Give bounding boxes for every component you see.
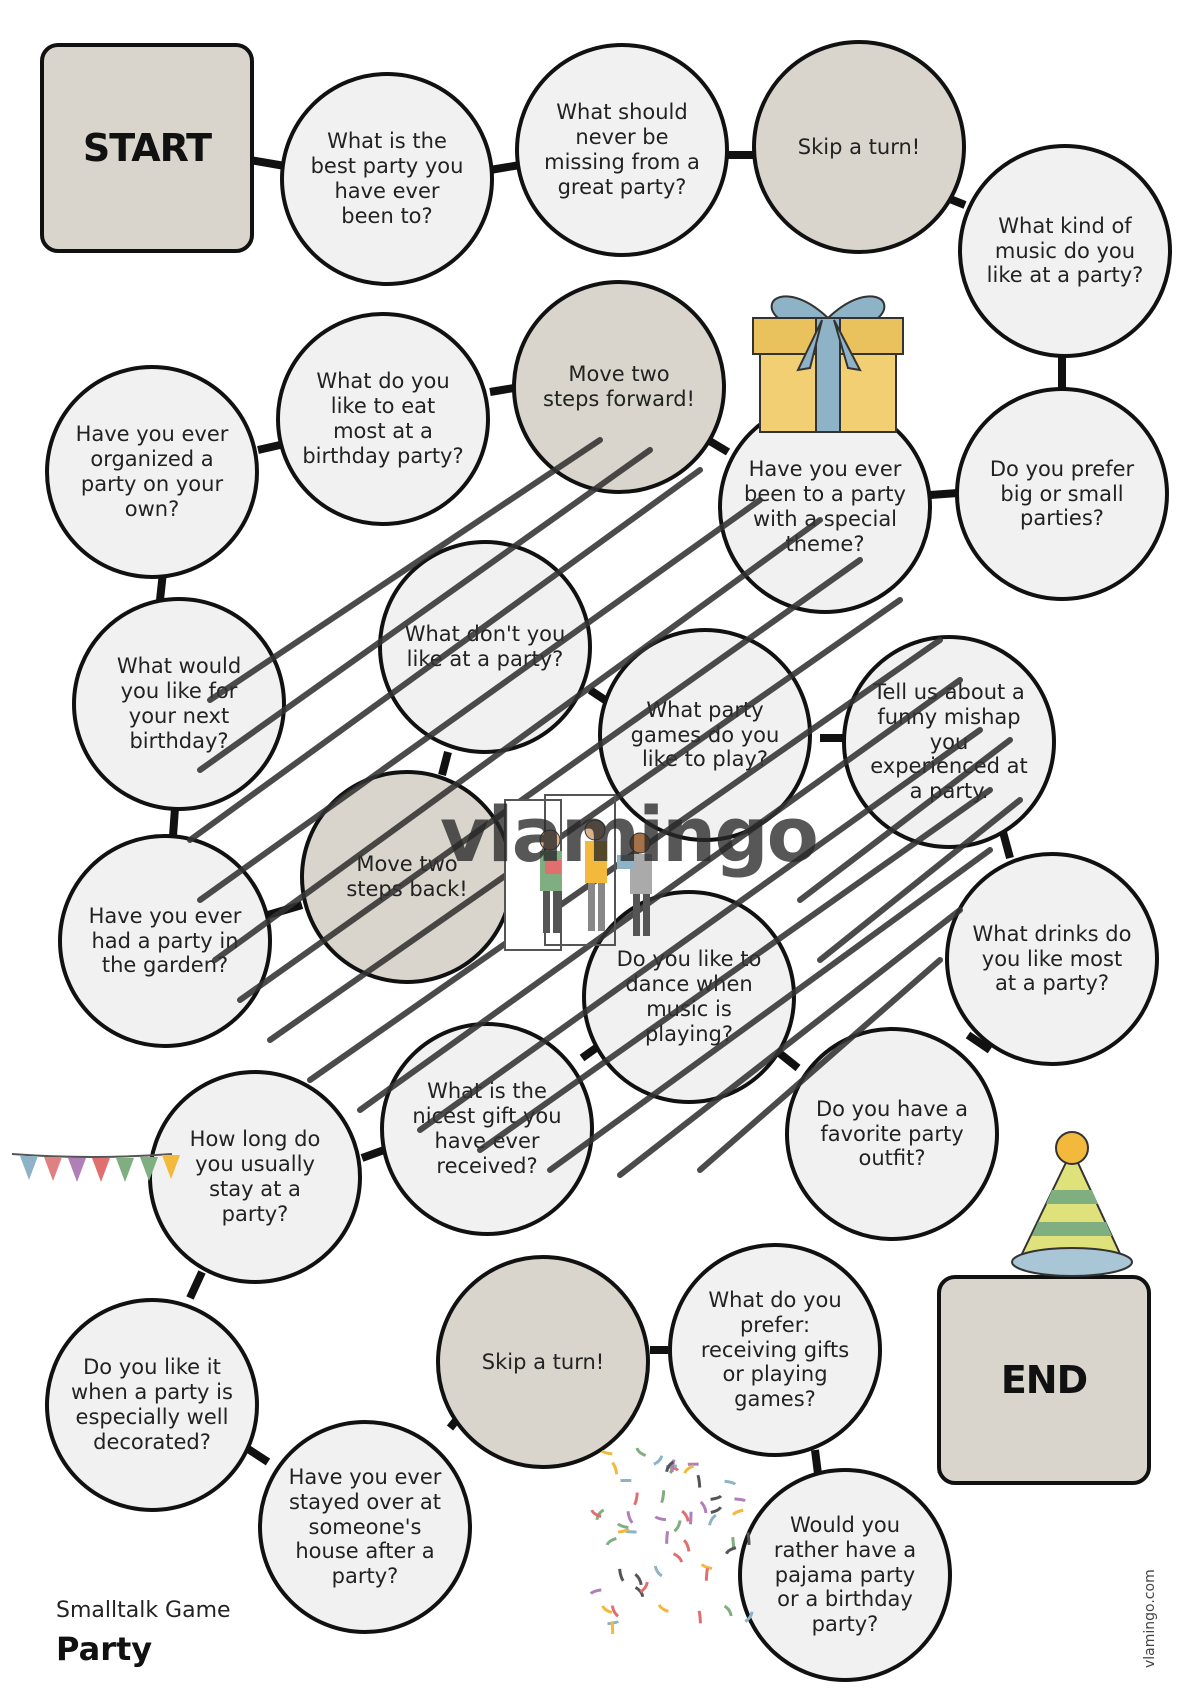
game-title: Party <box>56 1630 153 1668</box>
confetti-piece <box>610 1621 615 1634</box>
confetti-piece <box>633 1492 639 1506</box>
field-10[interactable]: What would you like for your next birthd… <box>72 597 286 811</box>
hatch-overlay <box>187 437 1023 1178</box>
confetti-piece <box>672 1552 684 1563</box>
confetti-piece <box>697 1610 702 1624</box>
field-23-skip[interactable]: Skip a turn! <box>436 1255 650 1469</box>
field-02[interactable]: What should never be missing from a grea… <box>515 43 729 257</box>
hatch-line <box>547 847 993 1173</box>
confetti-piece <box>710 1494 723 1501</box>
field-07-forward[interactable]: Move two steps forward! <box>512 280 726 494</box>
start-field[interactable]: START <box>40 43 254 253</box>
confetti-piece <box>600 1449 613 1456</box>
confetti-piece <box>670 1459 676 1473</box>
field-04[interactable]: What kind of music do you like at a part… <box>958 144 1172 358</box>
confetti-piece <box>700 1563 713 1570</box>
confetti-piece <box>688 1511 693 1525</box>
confetti-piece <box>681 1509 690 1522</box>
confetti-piece <box>607 1620 620 1626</box>
confetti-piece <box>725 1546 737 1555</box>
hatch-line <box>212 517 823 963</box>
field-16[interactable]: What drinks do you like most at a party? <box>945 852 1159 1066</box>
field-21[interactable]: Do you like it when a party is especiall… <box>45 1298 259 1512</box>
confetti-piece <box>634 1573 643 1586</box>
confetti-piece <box>618 1568 625 1582</box>
confetti-piece <box>708 1513 717 1526</box>
confetti-piece <box>723 1604 733 1617</box>
people-with-gifts-icon <box>504 794 652 951</box>
confetti-piece <box>653 1455 664 1466</box>
confetti-piece <box>734 1497 746 1503</box>
confetti-piece <box>683 1464 695 1474</box>
hatch-line <box>197 447 653 773</box>
confetti-piece <box>731 1508 744 1516</box>
confetti-piece <box>616 1522 629 1530</box>
confetti-piece <box>657 1604 669 1613</box>
confetti-piece <box>665 1531 670 1544</box>
field-05[interactable]: Do you prefer big or small parties? <box>955 387 1169 601</box>
side-url: vlamingo.com <box>1142 1569 1158 1668</box>
confetti-piece <box>682 1539 691 1552</box>
confetti-piece <box>724 1479 737 1486</box>
game-subtitle: Smalltalk Game <box>56 1598 231 1623</box>
confetti-piece <box>660 1490 666 1504</box>
hatch-line <box>237 557 863 1003</box>
confetti-piece <box>710 1506 722 1514</box>
confetti-piece <box>635 1447 647 1457</box>
confetti-piece <box>601 1605 613 1615</box>
confetti-icon <box>589 1447 754 1634</box>
end-field[interactable]: END <box>937 1275 1151 1485</box>
field-08[interactable]: What do you like to eat most at a birthd… <box>276 312 490 526</box>
confetti-piece <box>617 1527 630 1534</box>
hatch-line <box>417 727 983 1133</box>
party-hat-icon <box>1011 1131 1133 1277</box>
watermark: vlamingo <box>440 790 819 879</box>
confetti-piece <box>746 1532 751 1546</box>
confetti-piece <box>673 1520 682 1533</box>
confetti-piece <box>590 1509 602 1518</box>
field-19[interactable]: What is the nicest gift you have ever re… <box>380 1022 594 1236</box>
confetti-piece <box>696 1474 702 1488</box>
field-20[interactable]: How long do you usually stay at a party? <box>148 1070 362 1284</box>
confetti-piece <box>699 1500 708 1514</box>
field-24[interactable]: What do you prefer: receiving gifts or p… <box>668 1243 882 1457</box>
hatch-line <box>617 907 963 1178</box>
field-01[interactable]: What is the best party you have ever bee… <box>280 72 494 286</box>
hatch-line <box>697 957 943 1173</box>
confetti-piece <box>595 1508 605 1521</box>
confetti-piece <box>605 1537 617 1546</box>
field-25[interactable]: Would you rather have a pajama party or … <box>738 1468 952 1682</box>
confetti-piece <box>626 1511 634 1524</box>
confetti-piece <box>654 1515 667 1522</box>
confetti-piece <box>665 1460 675 1473</box>
hatch-line <box>817 797 1023 963</box>
confetti-piece <box>589 1588 602 1595</box>
confetti-piece <box>639 1581 649 1594</box>
hatch-line <box>477 787 993 1153</box>
hatch-line <box>357 677 963 1113</box>
confetti-piece <box>653 1565 663 1578</box>
hatch-line <box>197 497 763 903</box>
field-09[interactable]: Have you ever organized a party on your … <box>45 365 259 579</box>
confetti-piece <box>611 1461 619 1475</box>
confetti-piece <box>610 1605 620 1618</box>
confetti-piece <box>744 1611 754 1623</box>
field-22[interactable]: Have you ever stayed over at someone's h… <box>258 1420 472 1634</box>
hatch-line <box>267 597 903 1043</box>
hatch-line <box>797 737 1013 903</box>
hatch-line <box>207 437 603 703</box>
confetti-piece <box>704 1567 710 1581</box>
hatch-line <box>187 467 703 843</box>
field-03-skip[interactable]: Skip a turn! <box>752 40 966 254</box>
bunting-icon <box>11 1153 180 1182</box>
gift-icon <box>752 295 904 433</box>
